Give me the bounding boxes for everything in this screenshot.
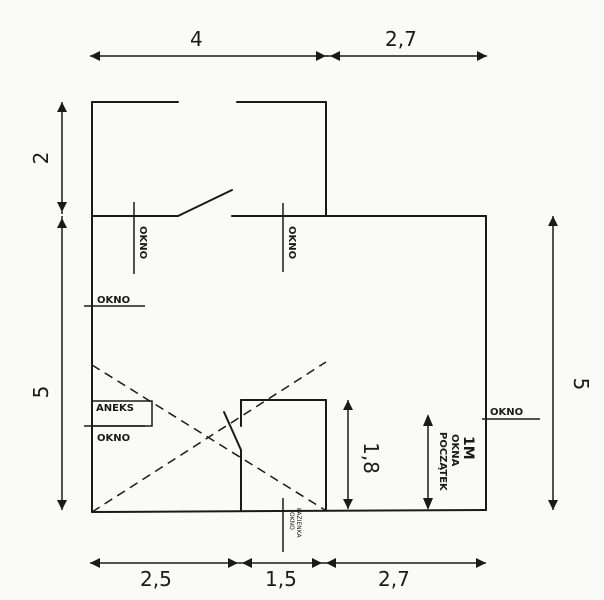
dim-right: 5: [569, 378, 593, 391]
dim-bottom-1: 2,5: [140, 567, 172, 591]
arrow: [330, 51, 340, 61]
arrow: [90, 51, 100, 61]
okno-label-left-lower: OKNO: [97, 433, 130, 444]
okno-bathroom-line2: ŁAZIENKA: [295, 507, 302, 538]
okno-label-right: OKNO: [490, 407, 523, 418]
dashed-diagonal-2: [91, 361, 327, 513]
okno-label-2: OKNO: [286, 226, 297, 259]
arrow: [228, 558, 238, 568]
dim-inner-height: 1,8: [359, 442, 383, 474]
arrow: [326, 558, 336, 568]
arrow: [57, 500, 67, 510]
dimension-lines: [57, 51, 558, 568]
okno-label-left-upper: OKNO: [97, 295, 130, 306]
walls: [91, 101, 487, 513]
bathroom-door-swing: [223, 411, 242, 451]
arrow: [90, 558, 100, 568]
poczatek-label-line2: OKNA: [449, 434, 460, 467]
arrow: [476, 558, 486, 568]
arrow: [312, 558, 322, 568]
arrow: [477, 51, 487, 61]
dim-top-left: 4: [190, 27, 203, 51]
poczatek-label-line1: POCZĄTEK: [437, 432, 448, 492]
okno-label-1: OKNO: [137, 226, 148, 259]
door-swing-top: [177, 189, 233, 217]
okno-bathroom-line1: OKNO: [288, 512, 295, 530]
arrow: [57, 202, 67, 212]
dim-left-upper: 2: [29, 152, 53, 165]
bottom-wall: [91, 509, 487, 513]
window-start-arrow-tail: [423, 498, 433, 510]
bathroom: [223, 399, 327, 512]
arrow: [242, 558, 252, 568]
arrow: [57, 102, 67, 112]
dim-left-lower: 5: [29, 386, 53, 399]
arrow: [548, 500, 558, 510]
aneks-label: ANEKS: [96, 403, 134, 414]
arrow: [343, 499, 353, 509]
poczatek-label-line3: 1M: [460, 436, 476, 460]
dim-bottom-3: 2,7: [378, 567, 410, 591]
arrow: [548, 216, 558, 226]
dim-bottom-2: 1,5: [265, 567, 297, 591]
arrow: [343, 400, 353, 410]
arrow: [57, 218, 67, 228]
dim-top-right: 2,7: [385, 27, 417, 51]
arrow: [316, 51, 326, 61]
window-start-arrow-head: [423, 414, 433, 426]
